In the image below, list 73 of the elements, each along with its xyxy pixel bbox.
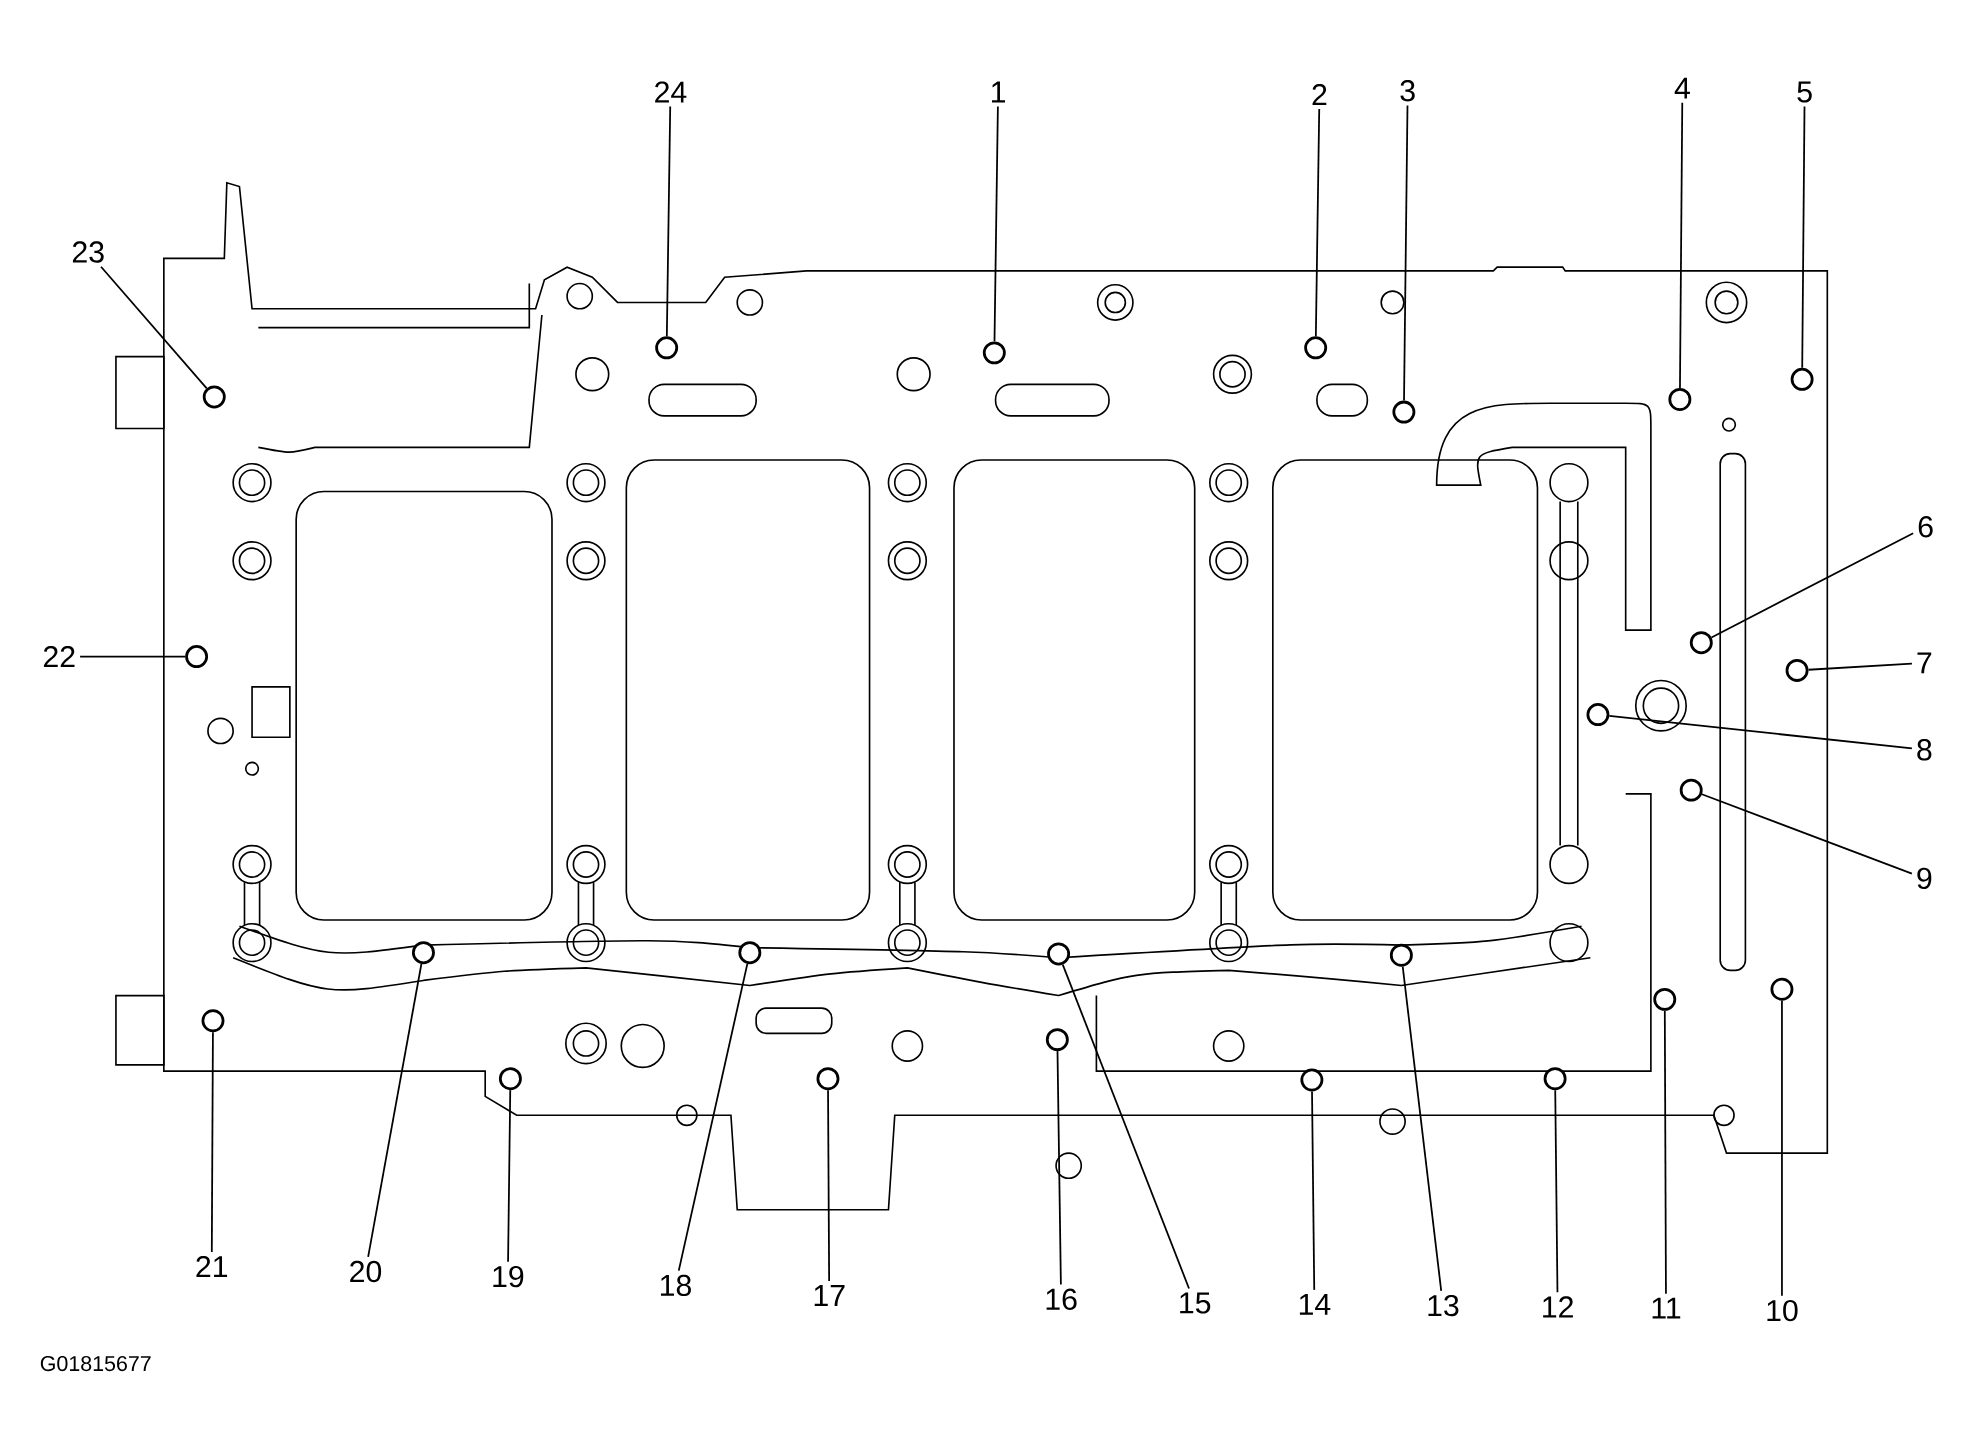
callout-number: 4 [1674, 77, 1690, 99]
leader-line [1679, 101, 1684, 389]
callout-number: 19 [493, 1265, 524, 1288]
bolt-hole [411, 941, 435, 964]
leader-line [1056, 1050, 1062, 1286]
leader-line [1314, 108, 1321, 337]
bolt-hole [202, 385, 226, 409]
leader-line [1608, 714, 1913, 750]
leader-line [1554, 1089, 1559, 1293]
callout-number: 22 [43, 645, 75, 667]
leader-line [367, 962, 423, 1258]
leader-line [1807, 662, 1913, 671]
bolt-hole [1689, 631, 1713, 654]
callout-number: 2 [1312, 83, 1327, 105]
bolt-hole [1047, 942, 1071, 966]
leader-line [993, 105, 999, 343]
leader-line [1401, 965, 1443, 1292]
bolt-hole [1304, 336, 1328, 360]
bolt-hole [1300, 1068, 1324, 1092]
bolt-hole [1389, 943, 1413, 967]
bolt-hole [1770, 977, 1794, 1001]
callout-number: 6 [1918, 515, 1933, 538]
bolt-hole [738, 941, 762, 964]
callout-number: 10 [1767, 1299, 1798, 1322]
callout-number: 18 [660, 1274, 691, 1296]
callout-number: 15 [1180, 1292, 1211, 1314]
leader-line [665, 105, 672, 337]
callout-number: 8 [1917, 738, 1932, 761]
callout-number: 23 [72, 241, 104, 263]
bolt-hole [1679, 778, 1703, 802]
callout-number: 12 [1543, 1296, 1573, 1318]
callout-number: 1 [992, 81, 1005, 103]
callout-number: 24 [655, 81, 687, 103]
bolt-hole [1668, 387, 1692, 411]
callout-number: 3 [1400, 79, 1415, 102]
bolt-hole [1785, 658, 1809, 682]
bolt-hole [1790, 367, 1814, 391]
leader-line [507, 1089, 512, 1263]
leader-line [210, 1031, 214, 1253]
callout-number: 21 [196, 1255, 228, 1277]
bolt-hole [816, 1067, 840, 1090]
leader-line [1061, 963, 1190, 1290]
bolt-hole [185, 644, 209, 668]
bolt-hole [498, 1067, 522, 1090]
bolt-hole [1586, 702, 1610, 726]
leader-line [100, 265, 208, 389]
bolt-hole [1653, 987, 1677, 1011]
leader-line [677, 962, 749, 1272]
leader-line [1781, 999, 1783, 1297]
callout-number: 14 [1299, 1293, 1331, 1315]
leader-line [1663, 1009, 1667, 1295]
bolt-hole [655, 336, 679, 360]
bolt-hole [1543, 1067, 1567, 1090]
callout-number: 20 [350, 1260, 382, 1283]
callout-number: 11 [1652, 1297, 1681, 1319]
leader-line [79, 655, 186, 658]
bolt-hole [201, 1009, 225, 1032]
leader-line [1710, 532, 1915, 639]
leader-line [1801, 105, 1806, 369]
bolt-hole [1045, 1028, 1069, 1051]
leader-line [827, 1089, 830, 1282]
leader-line [1701, 793, 1913, 875]
callout-number: 13 [1428, 1294, 1459, 1317]
callout-number: 16 [1046, 1288, 1077, 1310]
leader-line [1311, 1090, 1316, 1291]
callout-number: 9 [1917, 867, 1932, 889]
callout-number: 7 [1917, 652, 1932, 674]
callout-number: 17 [814, 1284, 845, 1306]
callout-number: 5 [1797, 81, 1812, 103]
figure-code: G01815677 [40, 1355, 151, 1371]
leader-line [1403, 104, 1409, 402]
bolt-hole [982, 341, 1006, 365]
bolt-hole [1392, 400, 1416, 424]
